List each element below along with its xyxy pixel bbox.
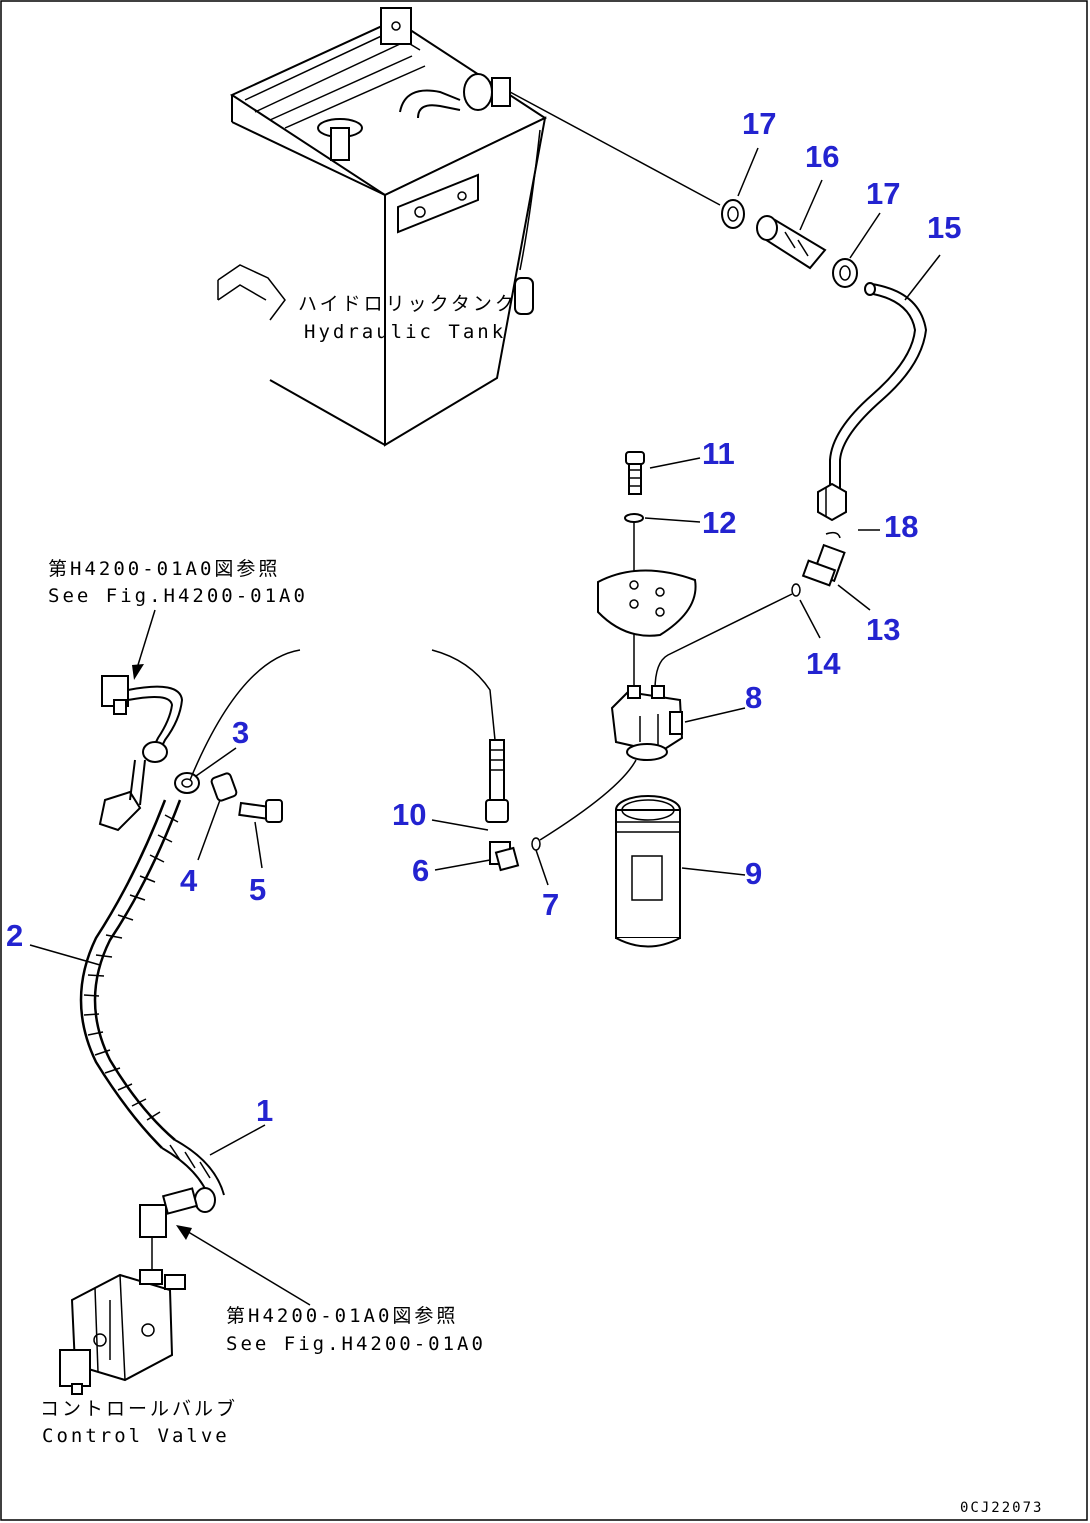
filter-cartridge-9 <box>615 795 681 948</box>
callout-7: 7 <box>542 887 559 922</box>
leader-9 <box>681 867 746 876</box>
connect-line-14 <box>654 593 793 691</box>
ref-top-label-en: See Fig.H4200-01A0 <box>48 585 308 607</box>
clamp-3 <box>174 772 200 794</box>
tank-outlet-line <box>509 91 721 206</box>
callout-8: 8 <box>745 680 762 715</box>
hose-upper-left <box>189 649 301 781</box>
leader-17a <box>737 147 759 197</box>
leader-10 <box>431 819 489 831</box>
callout-18: 18 <box>884 509 918 544</box>
leader-8 <box>684 707 746 723</box>
elbow-13 <box>801 543 846 587</box>
callout-17a: 17 <box>742 106 776 141</box>
callout-13: 13 <box>866 612 900 647</box>
leader-17b <box>849 212 881 259</box>
callout-16: 16 <box>805 139 839 174</box>
leader-15 <box>904 254 941 301</box>
leader-5 <box>254 821 263 869</box>
clamp-17-left <box>721 199 745 229</box>
leader-11 <box>649 457 701 469</box>
oring-18 <box>825 531 841 539</box>
tube-15 <box>817 282 928 522</box>
control-valve <box>59 1269 186 1395</box>
callout-1: 1 <box>256 1093 273 1128</box>
spacer-4 <box>210 772 238 802</box>
hydraulic-tank <box>217 7 548 447</box>
leader-16 <box>799 179 823 231</box>
connect-line-7 <box>539 759 637 841</box>
callout-9: 9 <box>745 856 762 891</box>
bolt-5 <box>238 799 283 823</box>
leader-3 <box>195 747 237 777</box>
ref-top-label-jp: 第H4200-01A0図参照 <box>48 558 280 580</box>
bolt-11 <box>625 451 645 495</box>
control-valve-label-jp: コントロールバルブ <box>40 1397 238 1420</box>
leader-12 <box>644 517 701 523</box>
leader-13 <box>837 584 871 611</box>
filter-head-8 <box>610 685 684 761</box>
callout-3: 3 <box>232 715 249 750</box>
leader-4 <box>197 799 221 861</box>
ref-top-arrowhead <box>132 664 144 680</box>
hose-sleeve-16 <box>756 215 827 270</box>
valve-elbow <box>139 1187 199 1270</box>
ref-bottom-arrowhead <box>176 1225 192 1240</box>
callout-2: 2 <box>6 918 23 953</box>
hose-1 <box>161 1139 225 1213</box>
drawing-id: 0CJ22073 <box>960 1500 1043 1516</box>
ref-bottom-label-en: See Fig.H4200-01A0 <box>226 1333 486 1355</box>
spiral-hose-2 <box>79 799 182 1149</box>
hose-upper-right <box>431 649 496 741</box>
callout-10: 10 <box>392 797 426 832</box>
oring-14 <box>791 583 801 597</box>
control-valve-label-en: Control Valve <box>42 1425 230 1447</box>
ref-bottom-label-jp: 第H4200-01A0図参照 <box>226 1305 458 1327</box>
callout-6: 6 <box>412 853 429 888</box>
callout-4: 4 <box>180 863 198 898</box>
leader-1 <box>209 1124 266 1156</box>
washer-12 <box>624 513 644 523</box>
callout-11: 11 <box>702 436 735 471</box>
callout-15: 15 <box>927 210 961 245</box>
ref-top-arrow <box>137 609 156 666</box>
pipe-bracket-assembly <box>98 675 184 832</box>
hydraulic-tank-label-en: Hydraulic Tank <box>304 321 506 343</box>
leader-6 <box>434 859 491 871</box>
callout-12: 12 <box>702 505 736 540</box>
oring-7 <box>531 837 541 851</box>
clamp-17-right <box>832 258 858 288</box>
plug-10 <box>485 739 509 823</box>
elbow-6 <box>489 841 520 872</box>
bracket-plate <box>597 569 697 637</box>
leader-7 <box>535 849 549 886</box>
callout-17b: 17 <box>866 176 900 211</box>
callout-14: 14 <box>806 646 841 681</box>
ref-bottom-arrow <box>184 1229 311 1306</box>
hydraulic-tank-label-jp: ハイドロリックタンク <box>298 293 517 315</box>
leader-14 <box>799 599 821 639</box>
callout-5: 5 <box>249 872 266 907</box>
leader-2 <box>29 944 101 966</box>
